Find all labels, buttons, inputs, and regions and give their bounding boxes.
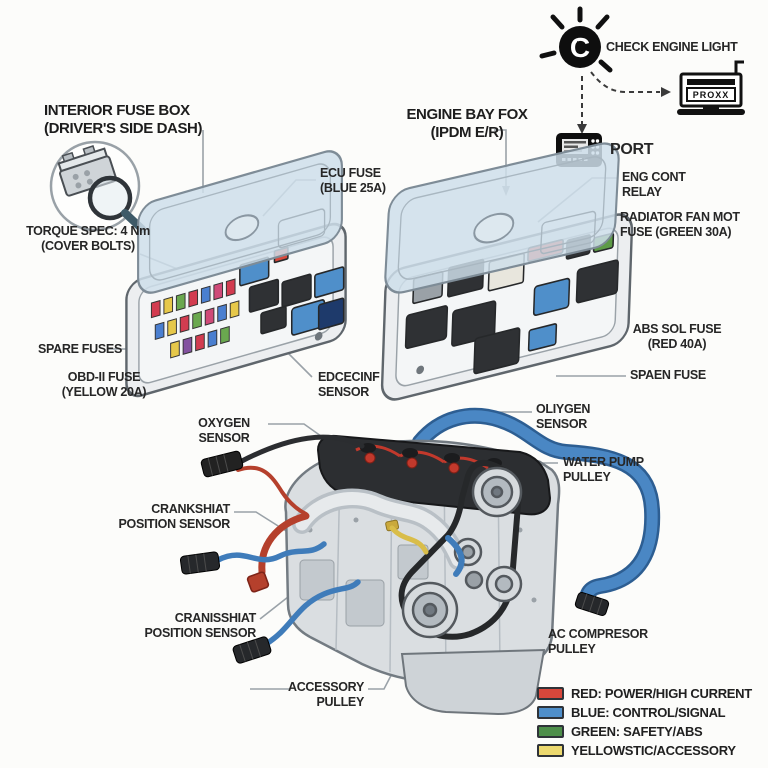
check-engine-light-label: CHECK ENGINE LIGHT [606, 40, 738, 54]
dashed-arrowheads [577, 87, 671, 134]
legend-swatch-yellow [537, 744, 564, 757]
spare-fuses-label: SPARE FUSES [38, 342, 122, 356]
legend-label-yellow: YELLOWSTIC/ACCESSORY [571, 743, 736, 758]
magnifying-glass-icon [87, 175, 133, 221]
crank-sensor-lower-label: CRANISSHIAT POSITION SENSOR [144, 611, 257, 640]
oxygen-sensor-left-label: OXYGEN SENSOR [198, 416, 250, 445]
engine-bay-box-illustration [380, 142, 634, 401]
water-pump-pulley-label: WATER PUMP PULLEY [563, 455, 644, 484]
scanner-screen-text: PROXX [693, 90, 730, 100]
crank-sensor-upper-label: CRANKSHIAT POSITION SENSOR [118, 502, 231, 531]
legend-item-red: RED: POWER/HIGH CURRENT [537, 686, 752, 701]
interior-fuse-box-lid [137, 150, 343, 294]
dashed-flow-arrows [581, 71, 660, 126]
engine-bay-box-title: ENGINE BAY FOX (IPDM E/R) [406, 106, 528, 141]
radiator-fan-fuse-label: RADIATOR FAN MOT FUSE (GREEN 30A) [620, 210, 740, 239]
legend-swatch-green [537, 725, 564, 738]
accessory-pulley-label: ACCESSORY PULLEY [287, 680, 364, 709]
magnifier-detail-icon [49, 140, 146, 233]
legend-swatch-blue [537, 706, 564, 719]
legend-item-yellow: YELLOWSTIC/ACCESSORY [537, 743, 752, 758]
ac-compressor-pulley-label: AC COMPRESOR PULLEY [548, 627, 648, 656]
eng-cont-relay-label: ENG CONT RELAY [622, 170, 686, 199]
legend-item-green: GREEN: SAFETY/ABS [537, 724, 752, 739]
legend-label-blue: BLUE: CONTROL/SIGNAL [571, 705, 726, 720]
obd-fuse-label: OBD-II FUSE (YELLOW 20A) [61, 370, 147, 399]
legend-label-green: GREEN: SAFETY/ABS [571, 724, 703, 739]
engine-illustration [179, 407, 661, 716]
port-label: PORT [610, 141, 654, 158]
oxygen-sensor-right-label: OLIYGEN SENSOR [536, 402, 591, 431]
legend-swatch-red [537, 687, 564, 700]
interior-fuse-box-illustration [125, 150, 347, 398]
check-engine-light-icon: C [539, 6, 613, 73]
ecu-fuse-label: ECU FUSE (BLUE 25A) [320, 166, 386, 195]
wire-color-legend: RED: POWER/HIGH CURRENT BLUE: CONTROL/SI… [537, 686, 752, 758]
torque-spec-label: TORQUE SPEC: 4 Nm (COVER BOLTS) [26, 224, 150, 253]
spare-fuse-label: SPAEN FUSE [630, 368, 706, 382]
interior-fuse-box-title: INTERIOR FUSE BOX (DRIVER'S SIDE DASH) [44, 102, 203, 137]
legend-label-red: RED: POWER/HIGH CURRENT [571, 686, 752, 701]
legend-item-blue: BLUE: CONTROL/SIGNAL [537, 705, 752, 720]
ecm-sensor-label: EDCECINF SENSOR [318, 370, 380, 399]
abs-sol-fuse-label: ABS SOL FUSE (RED 40A) [632, 322, 722, 351]
scan-tool-icon: PROXX [677, 60, 745, 115]
engine-bay-box-lid [384, 142, 620, 294]
